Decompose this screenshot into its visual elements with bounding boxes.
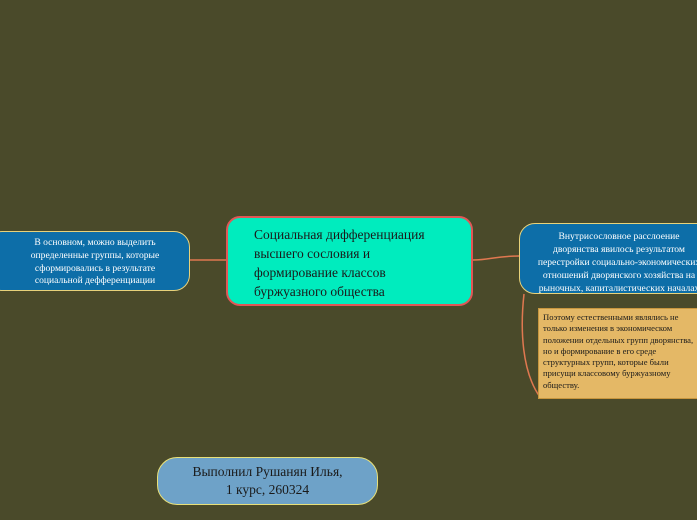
- central-topic-line-3: формирование классов: [254, 265, 386, 280]
- subtopic-line-4: но и формирование в его среде: [543, 345, 657, 356]
- subtopic-line-3: положении отдельных групп дворянства,: [543, 334, 694, 345]
- right-topic-line-5: рыночных, капиталистических началах: [538, 283, 697, 294]
- right-topic-line-3: перестройки социально-экономических: [537, 257, 697, 268]
- central-topic-line-1: Социальная дифференциация: [254, 227, 425, 242]
- right-topic[interactable]: Внутрисословное расслоение дворянства яв…: [519, 223, 697, 294]
- subtopic-line-2: только изменения в экономическом: [543, 323, 673, 334]
- right-topic-line-2: дворянства явилось результатом: [553, 244, 685, 255]
- connector-central-to-right: [472, 255, 520, 261]
- author-line-2: 1 курс, 260324: [225, 482, 310, 497]
- subtopic-line-7: обществу.: [543, 379, 580, 390]
- subtopic-line-6: присущи классовому буржуазному: [543, 368, 671, 379]
- left-topic-line-4: социальной дефференциации: [34, 275, 156, 287]
- left-topic[interactable]: В основном, можно выделить определенные …: [0, 231, 190, 291]
- author-line-1: Выполнил Рушанян Илья,: [192, 464, 343, 479]
- subtopic-line-5: структурных групп, которые были: [543, 357, 669, 368]
- subtopic-line-1: Поэтому естественными являлись не: [543, 312, 679, 322]
- central-topic-line-2: высшего сословия и: [254, 246, 371, 261]
- left-topic-line-1: В основном, можно выделить: [34, 237, 156, 248]
- left-topic-line-2: определенные группы, которые: [30, 249, 160, 261]
- right-topic-line-1: Внутрисословное расслоение: [558, 231, 680, 242]
- subtopic-note[interactable]: Поэтому естественными являлись не только…: [538, 308, 697, 399]
- left-topic-line-3: сформировались в результате: [34, 262, 156, 274]
- central-topic[interactable]: Социальная дифференциация высшего сослов…: [226, 216, 473, 306]
- central-topic-line-4: буржуазного общества: [254, 284, 385, 299]
- right-topic-line-4: отношений дворянского хозяйства на: [542, 270, 696, 281]
- author-topic[interactable]: Выполнил Рушанян Илья, 1 курс, 260324: [157, 457, 378, 505]
